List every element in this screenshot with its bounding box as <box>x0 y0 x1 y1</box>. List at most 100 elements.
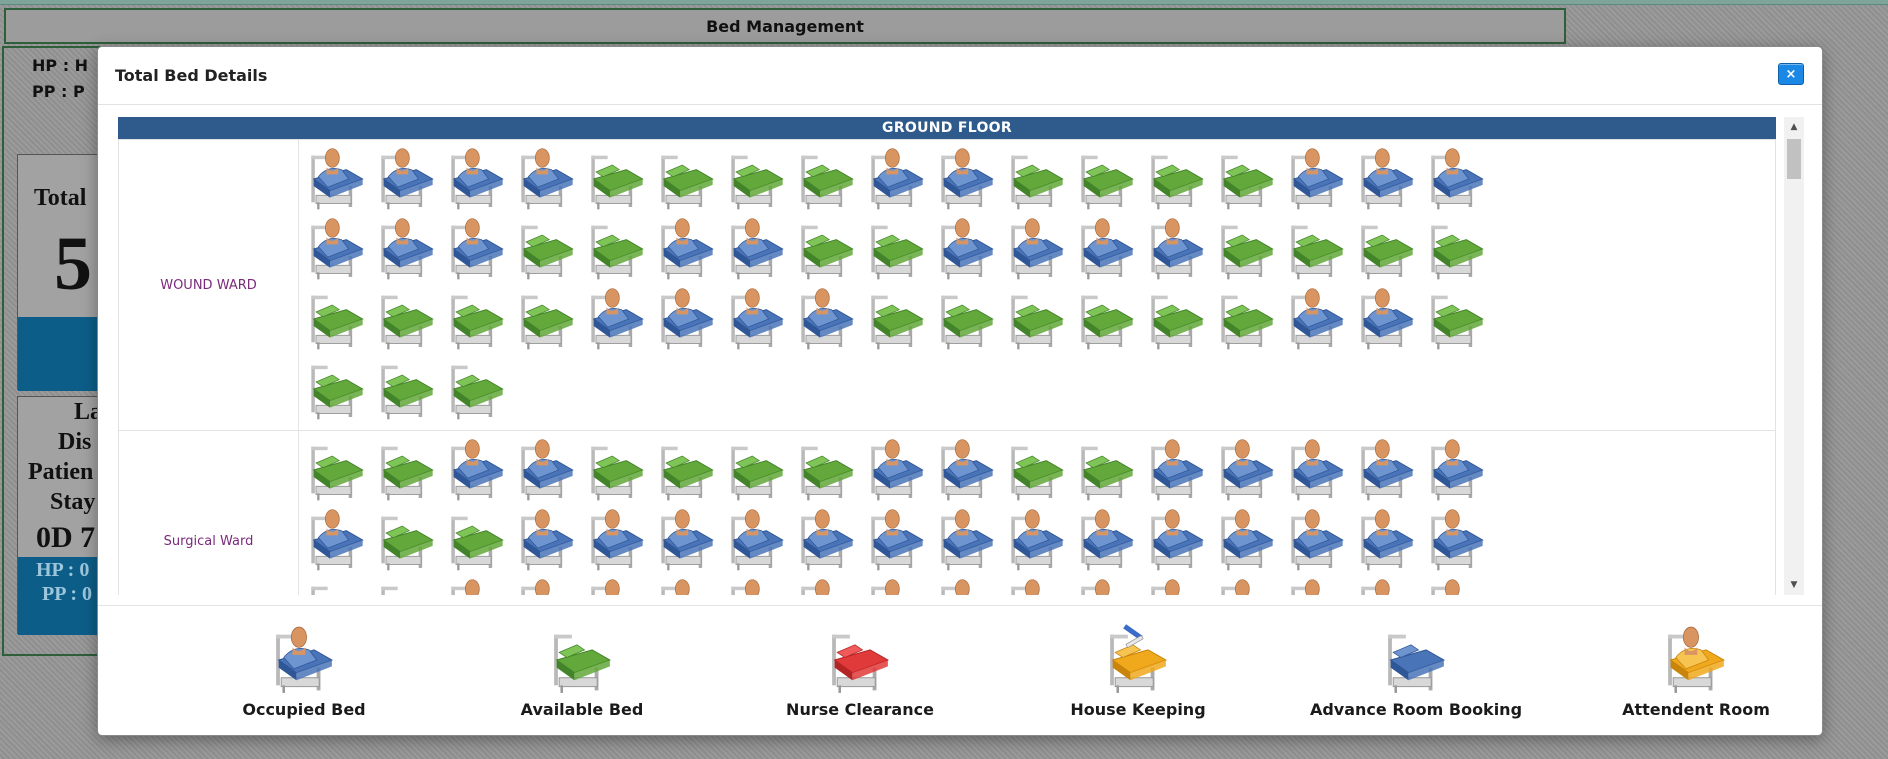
occupied-bed-icon[interactable] <box>862 505 932 575</box>
occupied-bed-icon[interactable] <box>1282 435 1352 505</box>
occupied-bed-icon[interactable] <box>512 575 582 595</box>
available-bed-icon[interactable] <box>302 435 372 505</box>
available-bed-icon[interactable] <box>302 284 372 354</box>
occupied-bed-icon[interactable] <box>652 214 722 284</box>
occupied-bed-icon[interactable] <box>932 214 1002 284</box>
occupied-bed-icon[interactable] <box>1072 505 1142 575</box>
occupied-bed-icon[interactable] <box>1142 505 1212 575</box>
occupied-bed-icon[interactable] <box>302 214 372 284</box>
available-bed-icon[interactable] <box>1142 144 1212 214</box>
occupied-bed-icon[interactable] <box>1282 144 1352 214</box>
available-bed-icon[interactable] <box>1212 214 1282 284</box>
available-bed-icon[interactable] <box>372 354 442 424</box>
available-bed-icon[interactable] <box>1212 284 1282 354</box>
available-bed-icon[interactable] <box>1002 435 1072 505</box>
occupied-bed-icon[interactable] <box>1002 214 1072 284</box>
available-bed-icon[interactable] <box>792 435 862 505</box>
available-bed-icon[interactable] <box>372 575 442 595</box>
available-bed-icon[interactable] <box>1142 284 1212 354</box>
available-bed-icon[interactable] <box>442 505 512 575</box>
available-bed-icon[interactable] <box>792 144 862 214</box>
available-bed-icon[interactable] <box>442 284 512 354</box>
close-button[interactable]: × <box>1778 63 1804 85</box>
occupied-bed-icon[interactable] <box>1212 575 1282 595</box>
occupied-bed-icon[interactable] <box>512 435 582 505</box>
available-bed-icon[interactable] <box>722 144 792 214</box>
occupied-bed-icon[interactable] <box>722 575 792 595</box>
occupied-bed-icon[interactable] <box>442 144 512 214</box>
available-bed-icon[interactable] <box>722 435 792 505</box>
occupied-bed-icon[interactable] <box>302 505 372 575</box>
occupied-bed-icon[interactable] <box>932 144 1002 214</box>
occupied-bed-icon[interactable] <box>1352 435 1422 505</box>
available-bed-icon[interactable] <box>512 284 582 354</box>
occupied-bed-icon[interactable] <box>792 575 862 595</box>
available-bed-icon[interactable] <box>932 284 1002 354</box>
available-bed-icon[interactable] <box>652 435 722 505</box>
available-bed-icon[interactable] <box>1212 144 1282 214</box>
occupied-bed-icon[interactable] <box>512 505 582 575</box>
occupied-bed-icon[interactable] <box>932 505 1002 575</box>
occupied-bed-icon[interactable] <box>862 575 932 595</box>
occupied-bed-icon[interactable] <box>1282 575 1352 595</box>
occupied-bed-icon[interactable] <box>722 214 792 284</box>
occupied-bed-icon[interactable] <box>652 505 722 575</box>
occupied-bed-icon[interactable] <box>442 214 512 284</box>
occupied-bed-icon[interactable] <box>1072 575 1142 595</box>
occupied-bed-icon[interactable] <box>1422 575 1492 595</box>
available-bed-icon[interactable] <box>302 575 372 595</box>
occupied-bed-icon[interactable] <box>1352 575 1422 595</box>
triangle-down-icon[interactable]: ▼ <box>1790 580 1798 590</box>
occupied-bed-icon[interactable] <box>512 144 582 214</box>
occupied-bed-icon[interactable] <box>1142 214 1212 284</box>
occupied-bed-icon[interactable] <box>862 144 932 214</box>
available-bed-icon[interactable] <box>792 214 862 284</box>
available-bed-icon[interactable] <box>1422 214 1492 284</box>
triangle-up-icon[interactable]: ▲ <box>1790 122 1798 132</box>
occupied-bed-icon[interactable] <box>1212 435 1282 505</box>
occupied-bed-icon[interactable] <box>932 575 1002 595</box>
available-bed-icon[interactable] <box>1072 284 1142 354</box>
available-bed-icon[interactable] <box>582 144 652 214</box>
available-bed-icon[interactable] <box>372 435 442 505</box>
occupied-bed-icon[interactable] <box>862 435 932 505</box>
occupied-bed-icon[interactable] <box>302 144 372 214</box>
occupied-bed-icon[interactable] <box>1002 575 1072 595</box>
occupied-bed-icon[interactable] <box>1282 284 1352 354</box>
occupied-bed-icon[interactable] <box>932 435 1002 505</box>
occupied-bed-icon[interactable] <box>582 284 652 354</box>
scroll-thumb[interactable] <box>1787 139 1801 179</box>
occupied-bed-icon[interactable] <box>372 214 442 284</box>
available-bed-icon[interactable] <box>1282 214 1352 284</box>
occupied-bed-icon[interactable] <box>1072 214 1142 284</box>
available-bed-icon[interactable] <box>582 214 652 284</box>
available-bed-icon[interactable] <box>1002 284 1072 354</box>
available-bed-icon[interactable] <box>512 214 582 284</box>
occupied-bed-icon[interactable] <box>1422 505 1492 575</box>
available-bed-icon[interactable] <box>1072 435 1142 505</box>
available-bed-icon[interactable] <box>862 284 932 354</box>
occupied-bed-icon[interactable] <box>792 505 862 575</box>
occupied-bed-icon[interactable] <box>1002 505 1072 575</box>
occupied-bed-icon[interactable] <box>372 144 442 214</box>
occupied-bed-icon[interactable] <box>582 575 652 595</box>
occupied-bed-icon[interactable] <box>1142 575 1212 595</box>
occupied-bed-icon[interactable] <box>1212 505 1282 575</box>
available-bed-icon[interactable] <box>1352 214 1422 284</box>
occupied-bed-icon[interactable] <box>1142 435 1212 505</box>
occupied-bed-icon[interactable] <box>722 505 792 575</box>
available-bed-icon[interactable] <box>372 284 442 354</box>
occupied-bed-icon[interactable] <box>442 435 512 505</box>
occupied-bed-icon[interactable] <box>1282 505 1352 575</box>
occupied-bed-icon[interactable] <box>582 505 652 575</box>
occupied-bed-icon[interactable] <box>792 284 862 354</box>
occupied-bed-icon[interactable] <box>1352 284 1422 354</box>
occupied-bed-icon[interactable] <box>722 284 792 354</box>
available-bed-icon[interactable] <box>1002 144 1072 214</box>
occupied-bed-icon[interactable] <box>1352 144 1422 214</box>
occupied-bed-icon[interactable] <box>652 575 722 595</box>
occupied-bed-icon[interactable] <box>652 284 722 354</box>
available-bed-icon[interactable] <box>442 354 512 424</box>
occupied-bed-icon[interactable] <box>1422 144 1492 214</box>
